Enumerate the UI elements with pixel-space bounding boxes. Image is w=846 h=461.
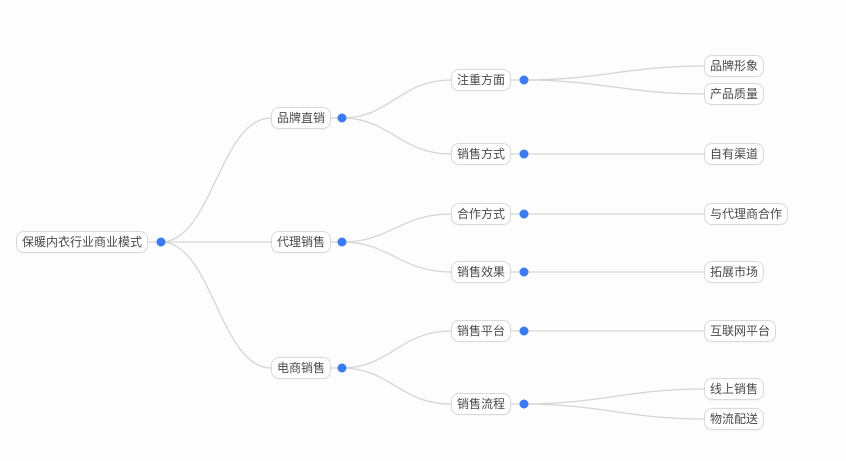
edge-connector bbox=[523, 79, 705, 95]
expand-collapse-dot[interactable] bbox=[337, 363, 347, 373]
expand-collapse-dot[interactable] bbox=[337, 113, 347, 123]
edge-connector bbox=[341, 330, 452, 369]
ecommerce-sales-branch[interactable]: 电商销售 bbox=[271, 357, 331, 379]
expand-collapse-dot[interactable] bbox=[519, 75, 529, 85]
sales-process-node[interactable]: 销售流程 bbox=[451, 393, 511, 415]
expand-market-leaf[interactable]: 拓展市场 bbox=[704, 261, 764, 283]
sales-effect-node[interactable]: 销售效果 bbox=[451, 261, 511, 283]
expand-collapse-dot[interactable] bbox=[519, 209, 529, 219]
edge-connector bbox=[523, 388, 705, 405]
product-quality-leaf[interactable]: 产品质量 bbox=[704, 83, 764, 105]
expand-collapse-dot[interactable] bbox=[156, 237, 166, 247]
brand-direct-sales-branch[interactable]: 品牌直销 bbox=[271, 107, 331, 129]
expand-collapse-dot[interactable] bbox=[519, 267, 529, 277]
edge-connector bbox=[160, 241, 272, 369]
edge-connector bbox=[341, 213, 452, 243]
expand-collapse-dot[interactable] bbox=[519, 149, 529, 159]
own-channels-leaf[interactable]: 自有渠道 bbox=[704, 143, 764, 165]
brand-image-leaf[interactable]: 品牌形象 bbox=[704, 55, 764, 77]
internet-platform-leaf[interactable]: 互联网平台 bbox=[704, 320, 776, 342]
sales-method-node[interactable]: 销售方式 bbox=[451, 143, 511, 165]
edge-connector bbox=[523, 65, 705, 81]
business-model-root-node[interactable]: 保暖内衣行业商业模式 bbox=[16, 231, 148, 253]
cooperate-with-agents-leaf[interactable]: 与代理商合作 bbox=[704, 203, 788, 225]
expand-collapse-dot[interactable] bbox=[337, 237, 347, 247]
expand-collapse-dot[interactable] bbox=[519, 399, 529, 409]
expand-collapse-dot[interactable] bbox=[519, 326, 529, 336]
cooperation-method-node[interactable]: 合作方式 bbox=[451, 203, 511, 225]
agency-sales-branch[interactable]: 代理销售 bbox=[271, 231, 331, 253]
logistics-delivery-leaf[interactable]: 物流配送 bbox=[704, 408, 764, 430]
online-sales-leaf[interactable]: 线上销售 bbox=[704, 378, 764, 400]
sales-platform-node[interactable]: 销售平台 bbox=[451, 320, 511, 342]
edge-connector bbox=[341, 79, 452, 119]
edge-connector bbox=[341, 367, 452, 405]
edge-connector bbox=[341, 117, 452, 155]
edge-connector bbox=[341, 241, 452, 273]
focus-aspects-node[interactable]: 注重方面 bbox=[451, 69, 511, 91]
edge-connector bbox=[523, 403, 705, 420]
edge-connector bbox=[160, 117, 272, 243]
